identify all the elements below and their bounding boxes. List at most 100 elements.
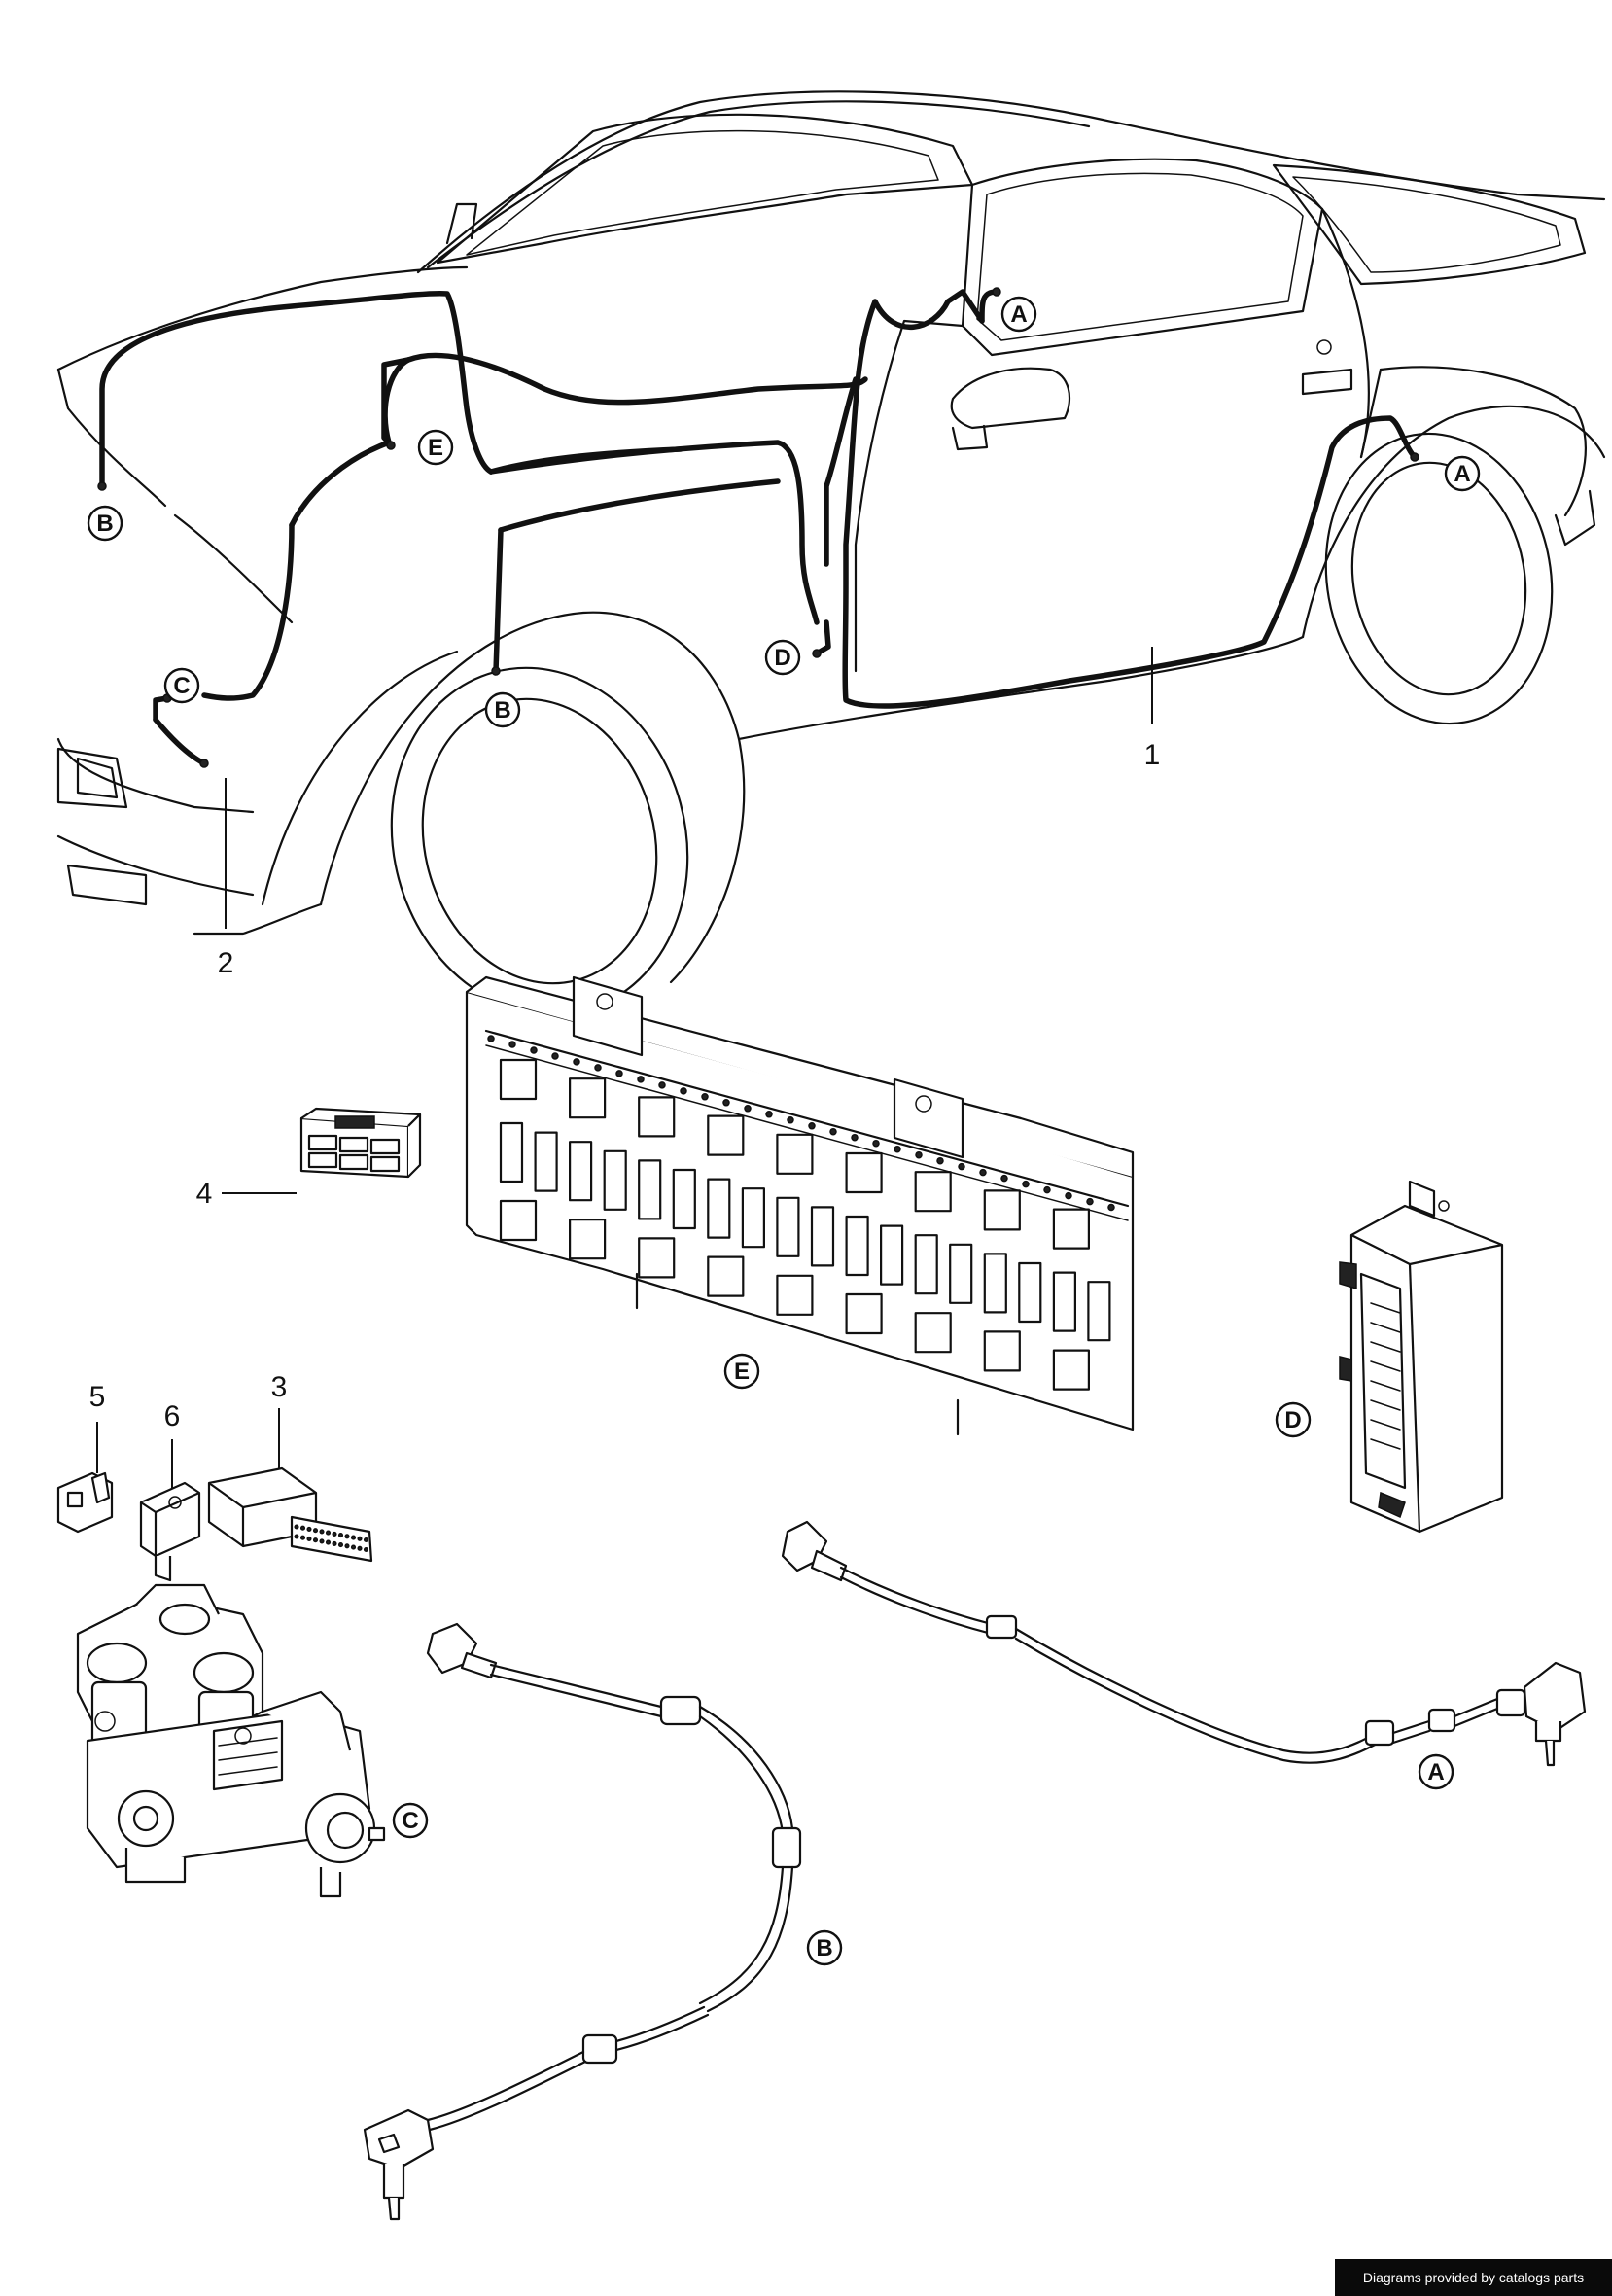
mounting-hole [744, 1105, 752, 1113]
relay [568, 1219, 607, 1260]
hydraulic-modulator-unit [76, 1583, 386, 1898]
harness-connector-ends [97, 287, 1419, 768]
svg-text:B: B [816, 1935, 832, 1961]
relay-grid [499, 1058, 1111, 1391]
relay [1052, 1208, 1091, 1250]
mounting-hole [894, 1145, 901, 1153]
mounting-hole [1086, 1197, 1094, 1206]
connector-housing [299, 1107, 422, 1179]
braid-dot [319, 1538, 325, 1544]
callout-d-module: D [1275, 1401, 1312, 1438]
mounting-hole [551, 1052, 559, 1060]
callout-a-sensor: A [1418, 1753, 1454, 1790]
relay [845, 1151, 883, 1194]
relay [741, 1187, 766, 1249]
callout-d-car: D [764, 639, 801, 676]
svg-text:6: 6 [164, 1400, 181, 1432]
svg-text:A: A [1454, 461, 1470, 487]
mounting-hole [722, 1099, 730, 1107]
mounting-hole [787, 1116, 794, 1124]
mounting-hole [658, 1081, 666, 1089]
relay [499, 1058, 538, 1101]
callout-c-car: C [163, 667, 200, 704]
braid-dot [325, 1530, 332, 1536]
mounting-hole [573, 1058, 580, 1066]
braid-dot [294, 1534, 299, 1539]
relay [914, 1312, 952, 1354]
footer-credit-text: Diagrams provided by catalogs parts [1362, 2270, 1585, 2285]
mounting-hole [1022, 1180, 1030, 1188]
relay [638, 1096, 676, 1138]
braid-dot [350, 1535, 357, 1540]
relay [845, 1215, 869, 1277]
relay [1018, 1261, 1042, 1324]
callout-b-wheel: B [484, 691, 521, 728]
relay [638, 1159, 662, 1220]
car-body-outline [56, 90, 1606, 1016]
part-number-3: 3 [271, 1371, 287, 1468]
svg-text:B: B [96, 511, 113, 537]
mounting-hole [701, 1093, 709, 1101]
braid-dot [363, 1546, 369, 1553]
relay [499, 1121, 524, 1183]
part-6-bracket [139, 1481, 201, 1582]
relay [534, 1131, 558, 1192]
svg-text:4: 4 [196, 1178, 213, 1210]
mounting-hole [808, 1122, 816, 1130]
relay [949, 1243, 973, 1304]
mounting-hole [637, 1076, 645, 1083]
relay [707, 1178, 731, 1239]
svg-text:D: D [774, 645, 790, 671]
relay-fuse-box [465, 975, 1135, 1436]
relay [845, 1292, 883, 1335]
relay [879, 1224, 904, 1286]
relay [707, 1255, 745, 1297]
mounting-hole [851, 1133, 859, 1142]
footer-credit-badge: Diagrams provided by catalogs parts [1335, 2259, 1612, 2296]
mounting-hole [958, 1162, 965, 1171]
relay [914, 1171, 952, 1213]
callout-a-rear: A [1444, 455, 1481, 492]
braid-dot [344, 1534, 350, 1539]
mounting-hole [829, 1127, 837, 1136]
mounting-hole [1043, 1185, 1051, 1194]
braid-dot [332, 1540, 337, 1546]
relay [1087, 1281, 1111, 1342]
callout-b-front-left: B [87, 505, 123, 542]
part-3-relay-plug [207, 1466, 373, 1563]
part-number-5: 5 [89, 1381, 105, 1473]
mounting-hole [1107, 1203, 1115, 1212]
braid-dot [332, 1531, 337, 1537]
wiring-harness [99, 289, 1418, 766]
braid-dot [312, 1528, 319, 1534]
relay [568, 1141, 593, 1202]
relay [810, 1206, 835, 1267]
mounting-hole [594, 1064, 602, 1072]
callout-c-unit: C [392, 1802, 429, 1839]
mounting-hole [615, 1070, 623, 1077]
braided-sleeve [294, 1524, 369, 1553]
braid-dot [325, 1539, 332, 1545]
relay [672, 1168, 696, 1230]
relay [1052, 1349, 1091, 1391]
braid-dot [337, 1542, 344, 1548]
svg-text:E: E [428, 435, 443, 461]
braid-dot [337, 1533, 344, 1538]
relay [983, 1189, 1021, 1231]
braid-dot [299, 1535, 306, 1540]
svg-text:1: 1 [1144, 739, 1161, 771]
relay [914, 1234, 938, 1295]
braid-dot [344, 1543, 350, 1549]
relay [638, 1237, 676, 1279]
mounting-hole-row [487, 1035, 1115, 1212]
relay [1052, 1271, 1077, 1332]
braid-dot [294, 1524, 299, 1530]
relay [776, 1196, 800, 1257]
relay [707, 1114, 745, 1156]
callout-e-car: E [417, 429, 454, 466]
callout-e-fusebox: E [723, 1353, 760, 1390]
wheel-speed-sensor-b [363, 1622, 802, 2221]
relay [603, 1149, 627, 1211]
relay [568, 1077, 607, 1119]
